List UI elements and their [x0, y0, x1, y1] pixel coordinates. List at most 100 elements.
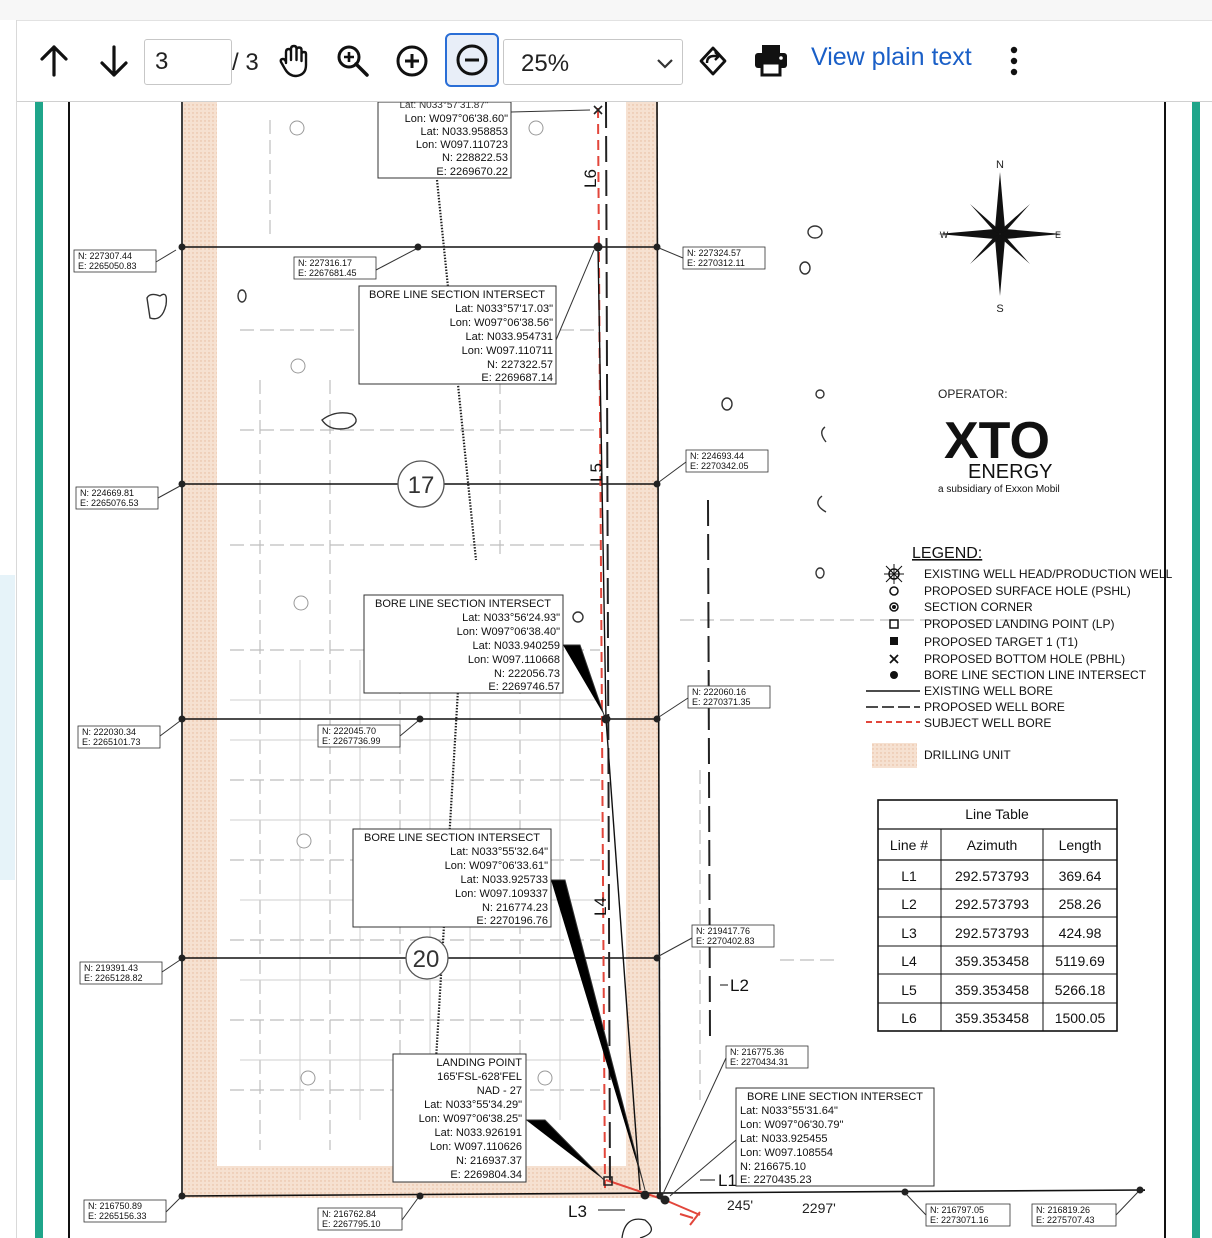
svg-text:W: W	[940, 230, 949, 240]
svg-text:SUBJECT WELL BORE: SUBJECT WELL BORE	[924, 716, 1051, 730]
zoom-select[interactable]: 25%	[503, 39, 683, 85]
svg-text:5266.18: 5266.18	[1055, 982, 1106, 998]
page-number-input[interactable]: 3	[144, 39, 232, 85]
next-page-button[interactable]	[97, 41, 131, 81]
svg-text:L5: L5	[901, 982, 917, 998]
svg-text:Lon: W097.110626: Lon: W097.110626	[430, 1141, 522, 1153]
svg-text:NAD - 27: NAD - 27	[477, 1085, 522, 1097]
hand-tool-button[interactable]	[275, 41, 315, 81]
coord-box: N: 227324.57E: 2270312.11	[658, 246, 766, 270]
svg-text:BORE LINE SECTION INTERSECT: BORE LINE SECTION INTERSECT	[375, 598, 551, 610]
svg-text:N: 216937.37: N: 216937.37	[456, 1155, 522, 1167]
coord-box: N: 222045.70E: 2267736.99	[317, 720, 419, 748]
svg-text:PROPOSED SURFACE HOLE (PSHL): PROPOSED SURFACE HOLE (PSHL)	[924, 584, 1131, 598]
dimension-245: 245'	[727, 1197, 753, 1213]
svg-text:E: 2270434.31: E: 2270434.31	[730, 1057, 789, 1067]
line-table-header: Length	[1059, 837, 1102, 853]
hand-icon	[279, 44, 308, 78]
svg-text:E: 2265128.82: E: 2265128.82	[84, 973, 143, 983]
svg-text:N: 216775.36: N: 216775.36	[730, 1047, 784, 1057]
svg-text:Lon: W097°06'38.25": Lon: W097°06'38.25"	[419, 1113, 522, 1125]
svg-text:E: 2269746.57: E: 2269746.57	[488, 681, 560, 693]
line-label-l6: L6	[581, 169, 600, 188]
svg-text:N: 227324.57: N: 227324.57	[687, 248, 741, 258]
bore-intersect-callout-3: BORE LINE SECTION INTERSECT Lat: N033°55…	[352, 828, 646, 1191]
coord-box: N: 222060.16E: 2270371.35	[658, 685, 771, 718]
svg-text:N: 216750.89: N: 216750.89	[88, 1201, 142, 1211]
plus-circle-icon	[396, 45, 428, 77]
print-button[interactable]	[751, 39, 791, 81]
zoom-out-button[interactable]	[445, 33, 499, 87]
browser-top-strip	[0, 0, 1212, 21]
plat-map-drawing: 17 20 L6 L5 L4 L3 L2 L1 245' 2297' Lat: …	[68, 102, 1173, 1238]
svg-text:N: N	[996, 159, 1004, 171]
top-callout-line: Lat: N033.958853	[421, 126, 508, 138]
line-label-l2: L2	[730, 976, 749, 995]
svg-text:BORE LINE SECTION INTERSECT: BORE LINE SECTION INTERSECT	[747, 1091, 923, 1103]
svg-text:E: 2269804.34: E: 2269804.34	[450, 1169, 522, 1181]
svg-text:N: 216675.10: N: 216675.10	[740, 1161, 806, 1173]
svg-text:165'FSL-628'FEL: 165'FSL-628'FEL	[437, 1071, 522, 1083]
previous-page-button[interactable]	[37, 41, 71, 81]
view-plain-text-link[interactable]: View plain text	[811, 43, 972, 71]
svg-text:424.98: 424.98	[1059, 925, 1102, 941]
zoom-value: 25%	[521, 50, 570, 77]
svg-text:a subsidiary of Exxon Mobil: a subsidiary of Exxon Mobil	[938, 484, 1060, 495]
compass-rose-icon: N S W E	[938, 159, 1062, 315]
svg-text:E: 2273071.16: E: 2273071.16	[930, 1215, 989, 1225]
line-label-l5: L5	[587, 463, 606, 482]
plat-map-page: 17 20 L6 L5 L4 L3 L2 L1 245' 2297' Lat: …	[43, 102, 1192, 1238]
svg-text:EXISTING WELL HEAD/PRODUCTION: EXISTING WELL HEAD/PRODUCTION WELL	[924, 567, 1173, 581]
svg-text:E: 2267681.45: E: 2267681.45	[298, 268, 357, 278]
magnifier-plus-icon	[337, 45, 369, 77]
svg-text:Lon: W097.110668: Lon: W097.110668	[468, 654, 560, 666]
svg-text:PROPOSED BOTTOM HOLE (PBHL): PROPOSED BOTTOM HOLE (PBHL)	[924, 652, 1125, 666]
svg-text:L1: L1	[901, 868, 917, 884]
bore-intersect-callout-1: BORE LINE SECTION INTERSECT Lat: N033°57…	[358, 249, 595, 385]
coord-box: N: 227307.44E: 2265050.83	[73, 249, 177, 273]
top-callout-line: Lon: W097.110723	[416, 139, 508, 151]
svg-text:E: 2270196.76: E: 2270196.76	[476, 915, 548, 927]
svg-text:SECTION CORNER: SECTION CORNER	[924, 600, 1033, 614]
svg-text:BORE LINE SECTION LINE INTERSE: BORE LINE SECTION LINE INTERSECT	[924, 668, 1147, 682]
svg-text:N: 222045.70: N: 222045.70	[322, 726, 376, 736]
svg-text:E: 2270402.83: E: 2270402.83	[696, 936, 755, 946]
arrow-up-icon	[40, 45, 68, 77]
corner-coordinate-labels: N: 227307.44E: 2265050.83 N: 227316.17E:…	[73, 246, 1139, 1231]
svg-text:DRILLING UNIT: DRILLING UNIT	[924, 748, 1011, 762]
svg-text:Lat: N033.940259: Lat: N033.940259	[473, 640, 560, 652]
zoom-in-lens-button[interactable]	[333, 41, 373, 81]
svg-text:N: 224669.81: N: 224669.81	[80, 488, 134, 498]
svg-text:E: 2270312.11: E: 2270312.11	[687, 258, 745, 268]
svg-text:PROPOSED LANDING POINT (LP): PROPOSED LANDING POINT (LP)	[924, 617, 1114, 631]
svg-text:Lat: N033°56'24.93": Lat: N033°56'24.93"	[462, 612, 560, 624]
top-callout-line: Lon: W097°06'38.60"	[405, 113, 508, 125]
svg-text:PROPOSED TARGET 1 (T1): PROPOSED TARGET 1 (T1)	[924, 635, 1078, 649]
svg-text:N: 216797.05: N: 216797.05	[930, 1205, 984, 1215]
dimension-2297: 2297'	[802, 1200, 836, 1216]
zoom-in-button[interactable]	[392, 41, 432, 81]
more-options-button[interactable]	[1001, 41, 1027, 81]
top-callout-partial: Lat: N033°57'31.87"	[400, 102, 489, 111]
svg-text:Lat: N033°57'17.03": Lat: N033°57'17.03"	[455, 303, 553, 315]
rotate-button[interactable]	[693, 41, 733, 81]
svg-text:XTO: XTO	[944, 412, 1050, 470]
svg-text:BORE LINE SECTION INTERSECT: BORE LINE SECTION INTERSECT	[369, 289, 545, 301]
svg-text:E: 2270435.23: E: 2270435.23	[740, 1174, 812, 1186]
line-table-header: Azimuth	[967, 837, 1018, 853]
kebab-menu-icon	[1010, 46, 1018, 76]
svg-text:Lon: W097.108554: Lon: W097.108554	[740, 1147, 833, 1159]
line-label-l3: L3	[568, 1202, 587, 1221]
svg-text:LANDING POINT: LANDING POINT	[436, 1057, 522, 1069]
svg-text:N: 222060.16: N: 222060.16	[692, 687, 746, 697]
svg-text:E: 2265076.53: E: 2265076.53	[80, 498, 139, 508]
svg-text:359.353458: 359.353458	[955, 982, 1029, 998]
coord-box: N: 219417.76E: 2270402.83	[658, 924, 775, 957]
coord-box: N: 227316.17E: 2267681.45	[293, 248, 417, 280]
svg-text:N: 222056.73: N: 222056.73	[494, 668, 560, 680]
svg-text:BORE LINE SECTION INTERSECT: BORE LINE SECTION INTERSECT	[364, 832, 540, 844]
landing-point-callout: LANDING POINT 165'FSL-628'FEL NAD - 27 L…	[392, 1053, 605, 1183]
minus-circle-icon	[456, 44, 488, 76]
svg-text:E: 2267795.10: E: 2267795.10	[322, 1219, 381, 1229]
